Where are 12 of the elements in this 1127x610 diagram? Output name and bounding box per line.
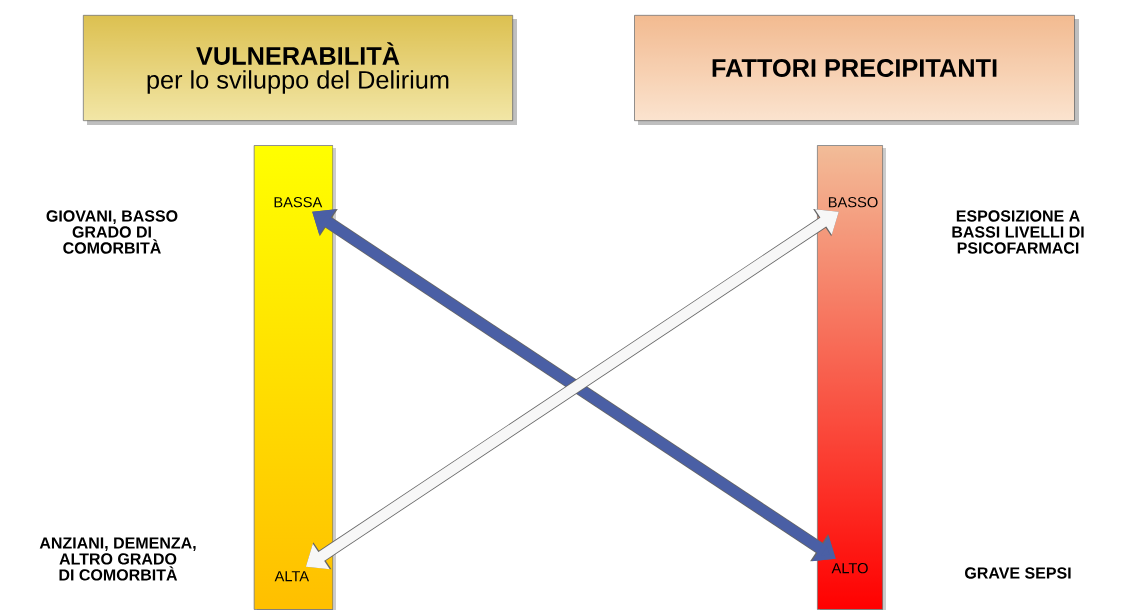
side-label: GRAVE SEPSI <box>965 567 1071 579</box>
title-box: FATTORI PRECIPITANTI <box>634 15 1075 121</box>
level-label: ALTO <box>831 563 868 574</box>
gradient-bar <box>253 145 334 610</box>
side-label: ANZIANI, DEMENZA, ALTRO GRADO DI COMORBITÀ <box>39 537 196 581</box>
gradient-bar <box>817 145 883 610</box>
side-label: GIOVANI, BASSO GRADO DI COMORBITÀ <box>46 210 178 254</box>
side-label: ESPOSIZIONE A BASSI LIVELLI DI PSICOFARMACI <box>952 210 1084 254</box>
level-label: BASSA <box>274 197 323 208</box>
title-box: VULNERABILITÀ per lo sviluppo del Delirium <box>83 15 513 121</box>
level-label: ALTA <box>274 571 310 582</box>
level-label: BASSO <box>828 197 878 208</box>
